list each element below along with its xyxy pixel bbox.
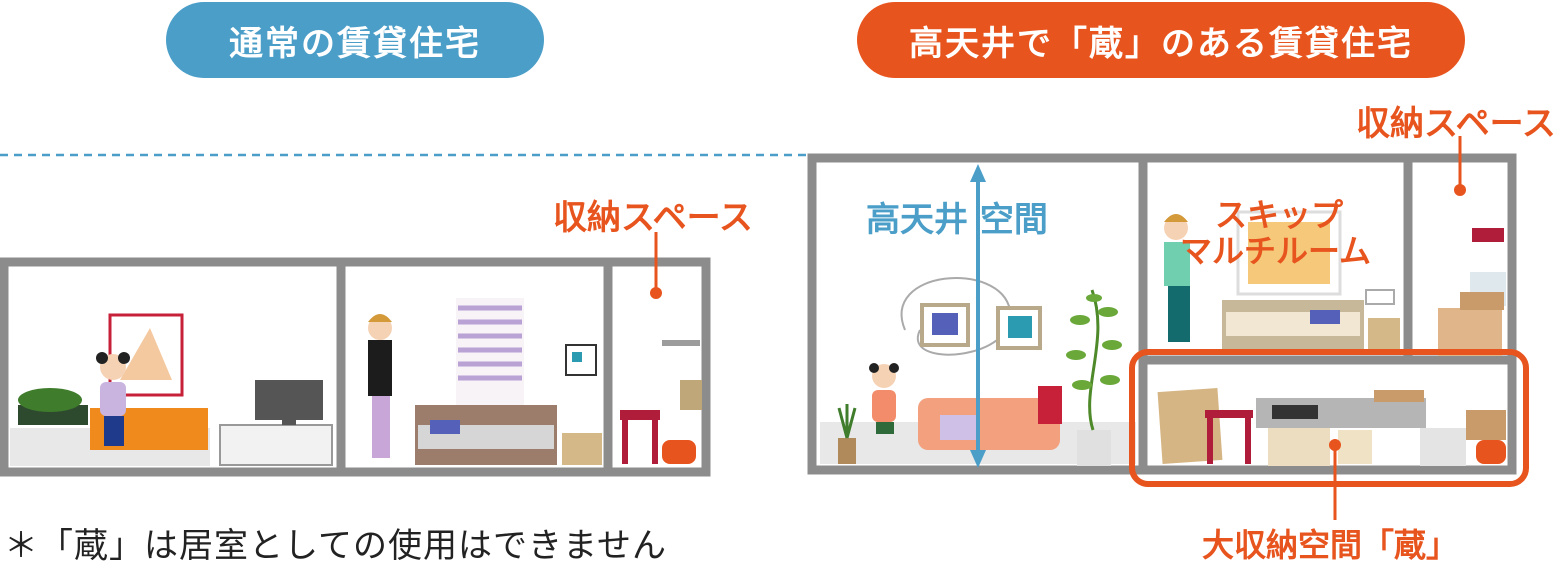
kura-rental-header: 高天井で「蔵」のある賃貸住宅 [857,2,1465,78]
normal-house [0,257,711,477]
right-storage-label: 収納スペース [1356,104,1556,144]
kura-highlight-frame [1129,349,1529,487]
footnote: ＊「蔵」は居室としての使用はできません [4,526,667,566]
normal-rental-header: 通常の賃貸住宅 [166,2,544,78]
ceiling-height-arrow [970,164,986,468]
normal-rental-header-text: 通常の賃貸住宅 [229,23,481,64]
kura-rental-header-text: 高天井で「蔵」のある賃貸住宅 [909,23,1413,64]
right-storage-room [1438,228,1506,356]
left-bedroom [368,298,602,465]
left-living-room [10,313,333,466]
skip-room-label-line1: スキップ [1215,196,1344,234]
skip-multi-room [1164,210,1400,352]
skip-room-label-line2: マルチルーム [1180,232,1372,270]
kura-storage-area [1157,387,1506,466]
kura-house [807,153,1517,475]
kura-label: 大収納空間「蔵」 [1202,526,1459,564]
left-storage-label: 収納スペース [553,198,753,238]
high-ceiling-label: 高天井 空間 [866,200,1048,240]
left-storage-room [620,340,702,464]
